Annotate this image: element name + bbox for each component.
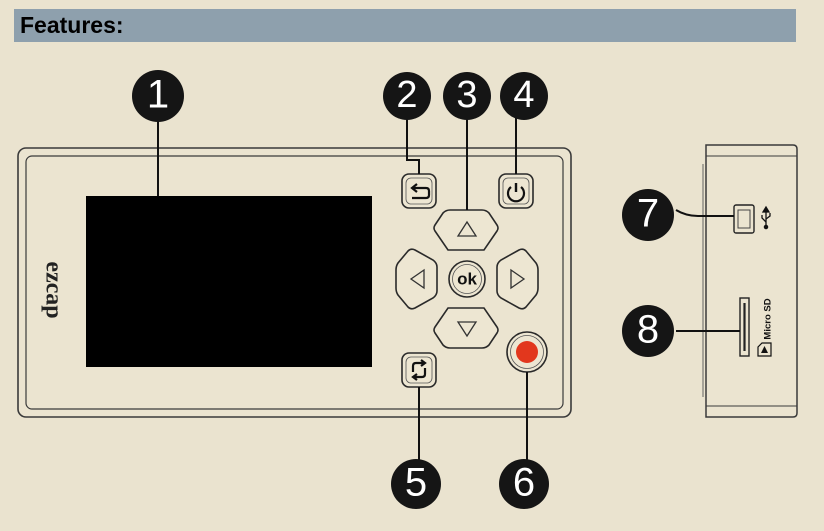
arrow-left-icon <box>409 268 425 290</box>
ok-button[interactable]: ok <box>448 260 486 298</box>
microsd-slot[interactable] <box>739 297 750 357</box>
usb-icon <box>761 205 771 230</box>
callout-1: 1 <box>132 70 184 122</box>
callout-3: 3 <box>443 72 491 120</box>
arrow-up-icon <box>456 220 478 237</box>
back-button[interactable] <box>401 173 437 209</box>
back-icon <box>410 183 431 200</box>
arrow-right-icon <box>510 268 526 290</box>
sd-card-icon <box>757 342 772 357</box>
leader-lines <box>157 113 740 460</box>
power-icon <box>506 183 526 203</box>
brand-logo: ezcap <box>40 261 66 318</box>
display-screen <box>86 196 372 367</box>
callout-6-label: 6 <box>513 461 535 505</box>
callout-4: 4 <box>500 72 548 120</box>
record-icon <box>516 341 538 363</box>
callout-8: 8 <box>622 305 674 357</box>
dpad-down-button[interactable] <box>433 307 499 349</box>
callout-2: 2 <box>383 72 431 120</box>
dpad-up-button[interactable] <box>433 209 499 251</box>
callout-7-label: 7 <box>637 192 659 236</box>
ok-label: ok <box>457 269 477 288</box>
arrow-down-icon <box>456 321 478 338</box>
dpad: ok <box>395 209 539 349</box>
callout-3-label: 3 <box>456 74 477 116</box>
usb-port[interactable] <box>733 204 755 234</box>
dpad-left-button[interactable] <box>395 248 438 310</box>
power-button[interactable] <box>498 173 534 209</box>
loop-icon <box>411 359 427 381</box>
callout-2-label: 2 <box>396 74 417 116</box>
features-header-bar: Features: <box>14 9 796 42</box>
callout-4-label: 4 <box>513 74 534 116</box>
loop-button[interactable] <box>401 352 437 388</box>
callout-1-label: 1 <box>147 73 169 117</box>
callout-5-label: 5 <box>405 461 427 505</box>
features-title: Features: <box>20 12 124 38</box>
dpad-right-button[interactable] <box>496 248 539 310</box>
callout-5: 5 <box>391 459 441 509</box>
record-button[interactable] <box>506 331 548 373</box>
microsd-label: Micro SD <box>763 298 774 339</box>
callout-7: 7 <box>622 189 674 241</box>
callout-6: 6 <box>499 459 549 509</box>
callout-8-label: 8 <box>637 308 659 352</box>
device-side-view <box>702 144 798 418</box>
